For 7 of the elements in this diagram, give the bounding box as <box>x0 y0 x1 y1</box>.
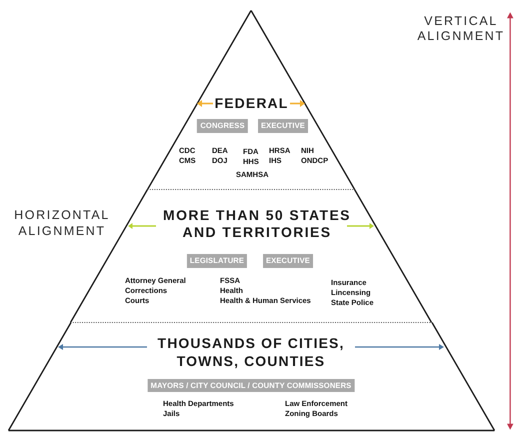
pyramid-tier <box>146 8 356 190</box>
axis-label: HORIZONTAL ALIGNMENT <box>14 207 110 239</box>
tier-heading: MORE THAN 50 STATES AND TERRITORIES <box>163 207 351 241</box>
pyramid-tier <box>6 320 496 432</box>
tier-heading: FEDERAL <box>214 95 288 111</box>
tier-heading: THOUSANDS OF CITIES, TOWNS, COUNTIES <box>158 334 344 370</box>
axis-label: VERTICAL ALIGNMENT <box>417 14 505 44</box>
